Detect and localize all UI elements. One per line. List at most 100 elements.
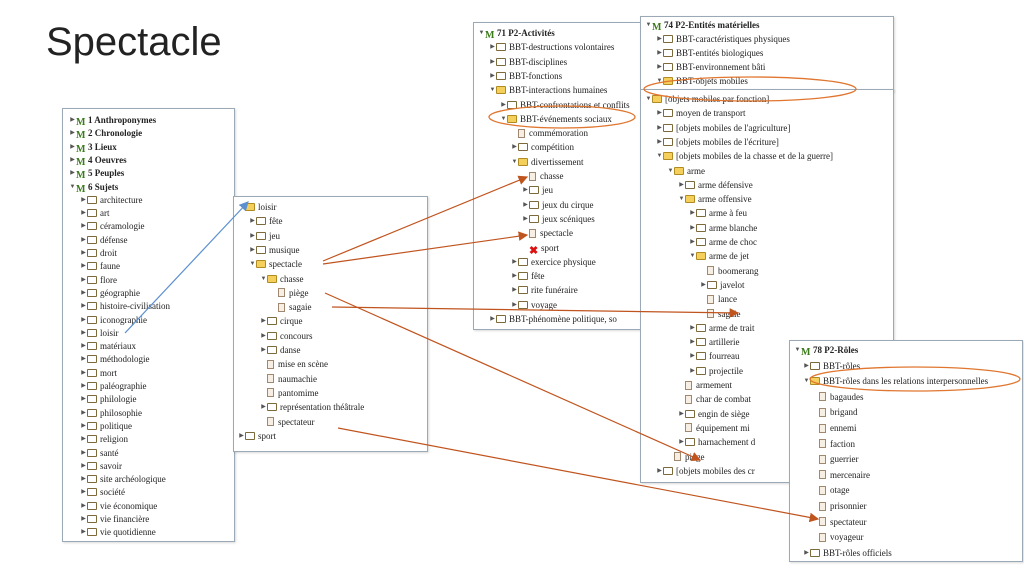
tree-node-bbt-environnement-bati[interactable]: ▶BBT-environnement bâti: [656, 60, 765, 74]
tree-node-bagaudes[interactable]: bagaudes: [812, 390, 864, 404]
expand-toggle-icon[interactable]: ▶: [490, 58, 495, 65]
tree-node-arme-de-choc[interactable]: ▶arme de choc: [689, 235, 757, 249]
tree-node-methodologie[interactable]: ▶méthodologie: [80, 352, 149, 366]
tree-node-objets-mobiles-des-cr[interactable]: ▶[objets mobiles des cr: [656, 464, 755, 478]
tree-node-bbt-fonctions[interactable]: ▶BBT-fonctions: [489, 69, 562, 83]
tree-node-mise-en-scene[interactable]: mise en scène: [260, 357, 328, 371]
expand-toggle-icon[interactable]: ▶: [81, 369, 86, 376]
tree-node-brigand[interactable]: brigand: [812, 405, 858, 419]
expand-toggle-icon[interactable]: ▶: [657, 138, 662, 145]
expand-toggle-icon[interactable]: ▶: [81, 223, 86, 230]
tree-node-politique[interactable]: ▶politique: [80, 419, 132, 433]
expand-toggle-icon[interactable]: ▶: [657, 467, 662, 474]
tree-node-histoire-civilisation[interactable]: ▶histoire-civilisation: [80, 299, 170, 313]
tree-node-voyageur[interactable]: voyageur: [812, 530, 864, 544]
tree-node-musique[interactable]: ▶musique: [249, 243, 299, 257]
tree-node-defense[interactable]: ▶défense: [80, 233, 127, 247]
expand-toggle-icon[interactable]: ▶: [81, 422, 86, 429]
expand-toggle-icon[interactable]: ▶: [501, 101, 506, 108]
collapse-toggle-icon[interactable]: ▼: [645, 96, 652, 102]
expand-toggle-icon[interactable]: ▶: [81, 516, 86, 522]
expand-toggle-icon[interactable]: ▶: [512, 258, 517, 265]
tree-node-moyen-de-transport[interactable]: ▶moyen de transport: [656, 106, 745, 120]
expand-toggle-icon[interactable]: ▶: [701, 281, 706, 288]
expand-toggle-icon[interactable]: ▶: [657, 50, 662, 56]
tree-node-piege[interactable]: piège: [667, 450, 705, 464]
expand-toggle-icon[interactable]: ▶: [679, 439, 684, 446]
tree-node-loisir[interactable]: loisir: [238, 200, 277, 214]
tree-node-vie-economique[interactable]: ▶vie économique: [80, 499, 157, 513]
expand-toggle-icon[interactable]: ▶: [239, 432, 244, 439]
tree-node-exercice-physique[interactable]: ▶exercice physique: [511, 255, 596, 269]
tree-node-bbt-confrontations-et-conflits[interactable]: ▶BBT-confrontations et conflits: [500, 98, 629, 112]
tree-node-sport[interactable]: ▶sport: [238, 429, 276, 443]
expand-toggle-icon[interactable]: ▶: [70, 156, 75, 163]
tree-node-danse[interactable]: ▶danse: [260, 343, 300, 357]
tree-node-bbt-interactions-humaines[interactable]: ▼BBT-interactions humaines: [489, 83, 608, 97]
tree-node-jeu[interactable]: ▶jeu: [249, 229, 280, 243]
tree-node-representation-theatrale[interactable]: ▶représentation théâtrale: [260, 400, 364, 414]
tree-node-site-archeologique[interactable]: ▶site archéologique: [80, 472, 166, 486]
expand-toggle-icon[interactable]: ▶: [81, 489, 86, 496]
collapse-toggle-icon[interactable]: ▼: [645, 22, 652, 28]
expand-toggle-icon[interactable]: ▶: [81, 462, 86, 469]
tree-node-faune[interactable]: ▶faune: [80, 259, 120, 273]
tree-node-otage[interactable]: otage: [812, 483, 850, 497]
tree-node-mercenaire[interactable]: mercenaire: [812, 468, 870, 482]
expand-toggle-icon[interactable]: ▶: [523, 201, 528, 208]
expand-toggle-icon[interactable]: ▶: [657, 64, 662, 70]
tree-node-ceramologie[interactable]: ▶céramologie: [80, 219, 144, 233]
tree-node-objets-mobiles-de-la-chasse-et-de-la-guerre[interactable]: ▼[objets mobiles de la chasse et de la g…: [656, 149, 833, 163]
expand-toggle-icon[interactable]: ▶: [657, 110, 662, 117]
tree-node-fourreau[interactable]: ▶fourreau: [689, 349, 739, 363]
tree-node-arme-offensive[interactable]: ▼arme offensive: [678, 192, 752, 206]
expand-toggle-icon[interactable]: ▶: [690, 324, 695, 331]
collapse-toggle-icon[interactable]: ▼: [478, 30, 485, 36]
tree-node-bbt-roles-officiels[interactable]: ▶BBT-rôles officiels: [803, 546, 892, 560]
expand-toggle-icon[interactable]: ▶: [81, 276, 86, 283]
tree-node-spectacle[interactable]: spectacle: [522, 226, 573, 240]
tree-node-bbt-phenomene-politique-so[interactable]: ▶BBT-phénomène politique, so: [489, 312, 617, 326]
tree-node-objets-mobiles-de-l-agriculture[interactable]: ▶[objets mobiles de l'agriculture]: [656, 121, 790, 135]
expand-toggle-icon[interactable]: ▶: [81, 502, 86, 509]
expand-toggle-icon[interactable]: ▶: [690, 210, 695, 217]
tree-node-equipement-mi[interactable]: équipement mi: [678, 421, 750, 435]
expand-toggle-icon[interactable]: ▶: [261, 332, 266, 339]
expand-toggle-icon[interactable]: ▶: [690, 367, 695, 374]
collapse-toggle-icon[interactable]: ▼: [656, 78, 663, 84]
expand-toggle-icon[interactable]: ▶: [81, 289, 86, 296]
expand-toggle-icon[interactable]: ▶: [81, 329, 86, 336]
expand-toggle-icon[interactable]: ▶: [690, 339, 695, 346]
expand-toggle-icon[interactable]: ▶: [261, 318, 266, 325]
expand-toggle-icon[interactable]: ▶: [657, 124, 662, 131]
tree-node-philosophie[interactable]: ▶philosophie: [80, 406, 142, 420]
tree-node-mort[interactable]: ▶mort: [80, 366, 117, 380]
expand-toggle-icon[interactable]: ▶: [81, 196, 86, 203]
expand-toggle-icon[interactable]: ▶: [70, 143, 75, 150]
expand-toggle-icon[interactable]: ▶: [261, 404, 266, 411]
tree-node-religion[interactable]: ▶religion: [80, 432, 128, 446]
tree-node-engin-de-siege[interactable]: ▶engin de siège: [678, 407, 749, 421]
expand-toggle-icon[interactable]: ▶: [690, 353, 695, 360]
tree-node-sagaie[interactable]: sagaie: [271, 300, 312, 314]
tree-node-chasse[interactable]: chasse: [522, 169, 564, 183]
tree-node-philologie[interactable]: ▶philologie: [80, 392, 136, 406]
tree-node-armement[interactable]: armement: [678, 378, 732, 392]
collapse-toggle-icon[interactable]: ▼: [69, 183, 76, 190]
tree-node-javelot[interactable]: ▶javelot: [700, 278, 744, 292]
tree-node-spectateur[interactable]: spectateur: [812, 515, 866, 529]
tree-node-rite-funeraire[interactable]: ▶rite funéraire: [511, 283, 578, 297]
tree-node-spectateur[interactable]: spectateur: [260, 415, 314, 429]
expand-toggle-icon[interactable]: ▶: [81, 409, 86, 416]
collapse-toggle-icon[interactable]: ▼: [803, 378, 810, 385]
expand-toggle-icon[interactable]: ▶: [250, 246, 255, 253]
tree-node-cirque[interactable]: ▶cirque: [260, 314, 302, 328]
expand-toggle-icon[interactable]: ▶: [250, 232, 255, 239]
expand-toggle-icon[interactable]: ▶: [81, 250, 86, 256]
expand-toggle-icon[interactable]: ▶: [523, 215, 528, 222]
tree-node-divertissement[interactable]: ▼divertissement: [511, 155, 584, 169]
collapse-toggle-icon[interactable]: ▼: [489, 87, 496, 94]
